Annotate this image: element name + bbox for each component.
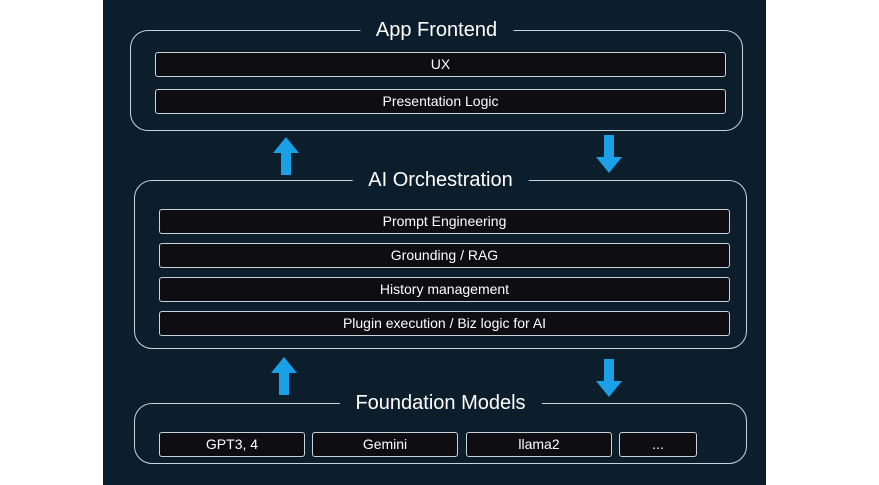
model-gpt: GPT3, 4 [159,432,305,457]
model-gemini: Gemini [312,432,458,457]
foundation-models-group: Foundation Models GPT3, 4 Gemini llama2 … [134,390,747,464]
app-frontend-title: App Frontend [359,17,514,43]
model-llama: llama2 [466,432,612,457]
grounding-rag-layer: Grounding / RAG [159,243,730,268]
plugin-execution-layer: Plugin execution / Biz logic for AI [159,311,730,336]
model-more: ... [619,432,697,457]
app-frontend-group: App Frontend UX Presentation Logic [130,17,743,131]
ux-layer: UX [155,52,726,77]
presentation-logic-layer: Presentation Logic [155,89,726,114]
ai-orchestration-group: AI Orchestration Prompt Engineering Grou… [134,167,747,349]
arrow-down-icon [596,135,622,173]
history-management-layer: History management [159,277,730,302]
foundation-models-title: Foundation Models [339,390,542,416]
arrow-up-icon [271,357,297,395]
arrow-up-icon [273,137,299,175]
diagram-canvas: App Frontend UX Presentation Logic AI Or… [103,0,766,485]
ai-orchestration-title: AI Orchestration [352,167,529,193]
arrow-down-icon [596,359,622,397]
prompt-engineering-layer: Prompt Engineering [159,209,730,234]
